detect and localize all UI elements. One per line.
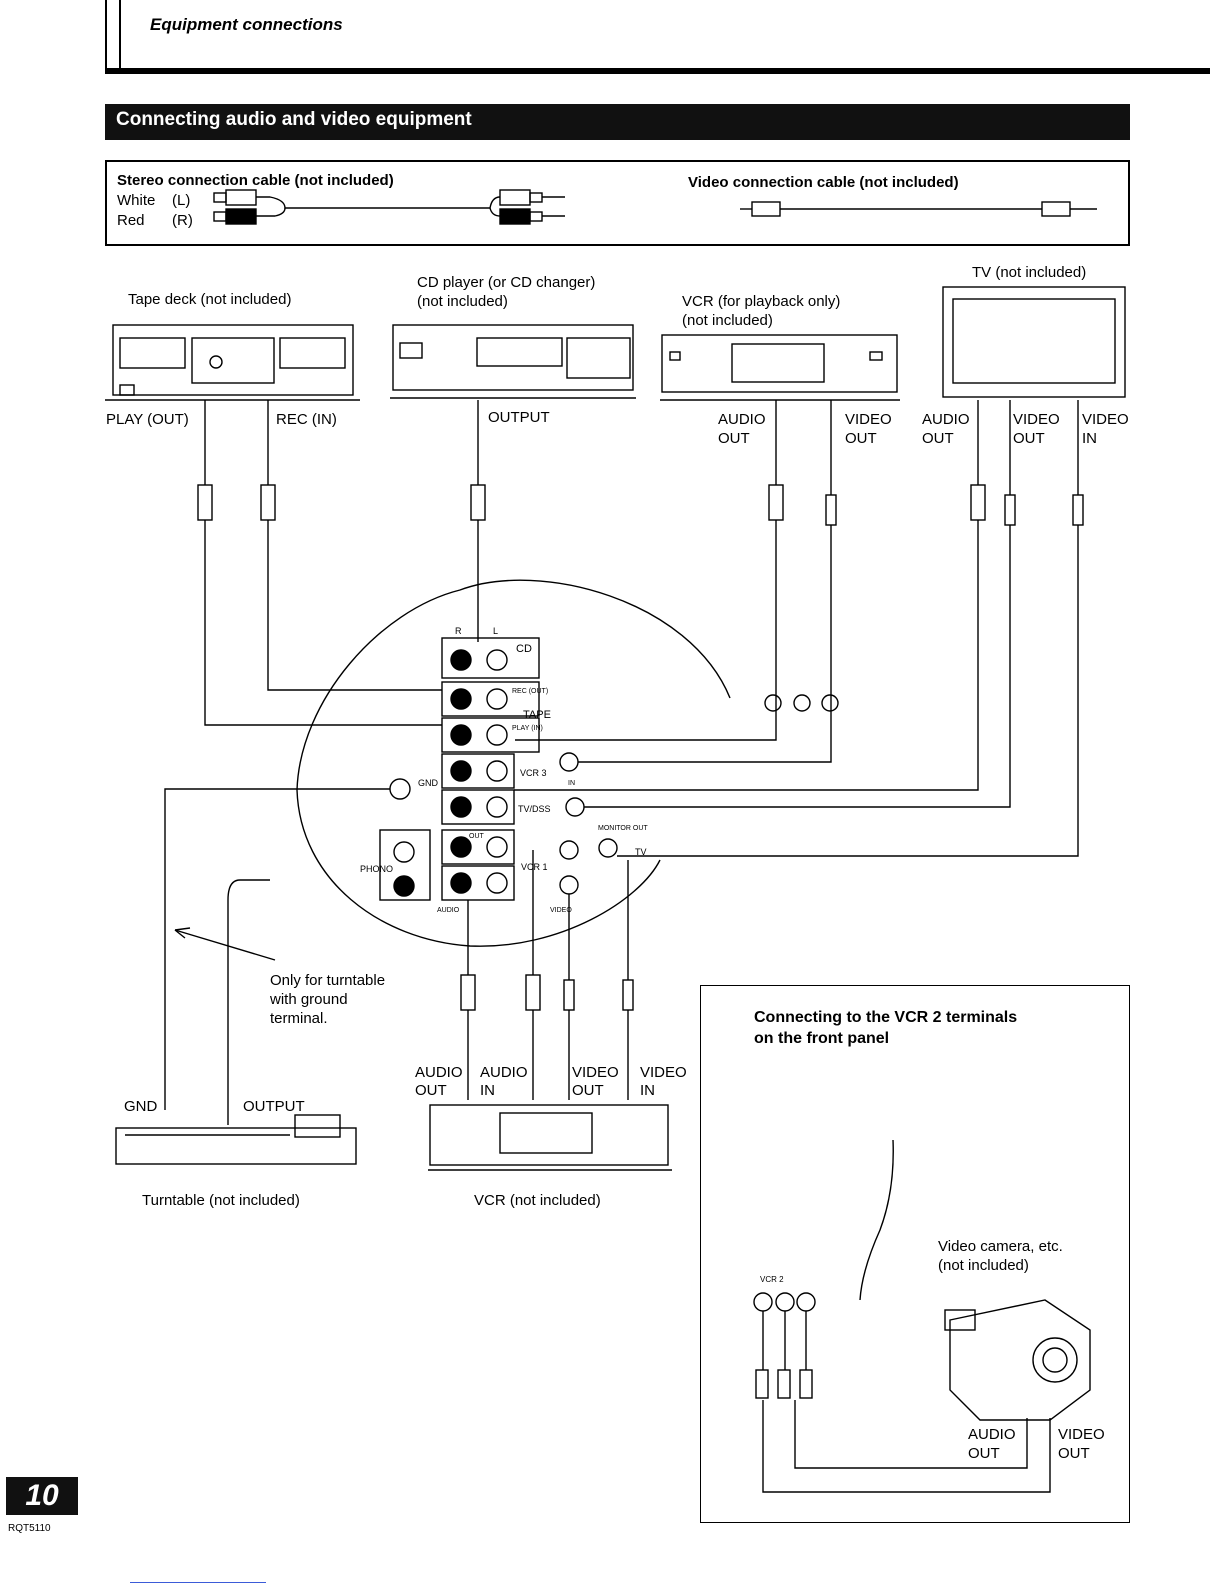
white-label: White bbox=[117, 192, 156, 209]
vcr-video-label: VIDEO bbox=[845, 411, 892, 428]
header-rule bbox=[105, 0, 121, 72]
section-title: Connecting audio and video equipment bbox=[116, 109, 472, 130]
camera-audio-out-label: OUT bbox=[968, 1445, 1000, 1462]
vcr-audio-label: AUDIO bbox=[718, 411, 766, 428]
panel-vcr1-label: VCR 1 bbox=[521, 862, 548, 872]
panel-r-label: R bbox=[455, 626, 462, 636]
cd-output-label: OUTPUT bbox=[488, 409, 550, 426]
inset-title-1: Connecting to the VCR 2 terminals bbox=[754, 1009, 1018, 1026]
cd-player-icon bbox=[390, 324, 636, 399]
tape-deck-label: Tape deck (not included) bbox=[128, 291, 292, 308]
panel-l-label: L bbox=[493, 626, 498, 636]
tv-video-out-label: VIDEO bbox=[1013, 411, 1060, 428]
vcr-icon bbox=[428, 1104, 672, 1171]
camera-video-out-label: OUT bbox=[1058, 1445, 1090, 1462]
vcr-video-out-label: OUT bbox=[845, 430, 877, 447]
vcr-playback-icon bbox=[660, 334, 900, 401]
header-title: Equipment connections bbox=[150, 15, 343, 34]
ground-note-1: Only for turntable bbox=[270, 972, 386, 989]
panel-cd-label: CD bbox=[516, 643, 532, 655]
cd-player-label-1: CD player (or CD changer) bbox=[417, 274, 596, 291]
tv-audio-label: AUDIO bbox=[922, 411, 970, 428]
panel-phono-label: PHONO bbox=[360, 864, 393, 874]
page-number: 10 bbox=[6, 1477, 78, 1515]
video-cable-icon bbox=[740, 201, 1097, 217]
bottom-vcr-video-in: VIDEO bbox=[640, 1064, 687, 1081]
tv-audio-out-label: OUT bbox=[922, 430, 954, 447]
tv-video-out-sub: OUT bbox=[1013, 430, 1045, 447]
vcr-audio-out-label: OUT bbox=[718, 430, 750, 447]
vcr-playback-label-1: VCR (for playback only) bbox=[682, 293, 841, 310]
stereo-cable-title: Stereo connection cable (not included) bbox=[117, 172, 394, 189]
panel-play-in-label: PLAY (IN) bbox=[512, 725, 543, 732]
tv-icon bbox=[942, 286, 1126, 398]
model-number: RQT5110 bbox=[8, 1523, 51, 1534]
bottom-vcr-audio-in-sub: IN bbox=[480, 1082, 495, 1099]
ground-note-3: terminal. bbox=[270, 1010, 328, 1027]
panel-vcr3-label: VCR 3 bbox=[520, 768, 547, 778]
inset-vcr2-label: VCR 2 bbox=[760, 1275, 784, 1284]
footer-underline bbox=[130, 1582, 266, 1583]
panel-gnd-label: GND bbox=[418, 778, 439, 788]
panel-tape-label: TAPE bbox=[523, 709, 551, 721]
play-out-label: PLAY (OUT) bbox=[106, 411, 189, 428]
rear-panel-outline bbox=[296, 579, 731, 947]
turntable-label: Turntable (not included) bbox=[142, 1192, 300, 1209]
bottom-vcr-audio-in: AUDIO bbox=[480, 1064, 528, 1081]
panel-tvdss-label: TV/DSS bbox=[518, 804, 551, 814]
camera-audio-label: AUDIO bbox=[968, 1426, 1016, 1443]
cable-legend-box bbox=[105, 160, 1130, 246]
red-label: Red bbox=[117, 212, 145, 229]
vcr-label: VCR (not included) bbox=[474, 1192, 601, 1209]
stereo-cable-icon bbox=[213, 189, 565, 225]
tv-label: TV (not included) bbox=[972, 264, 1087, 281]
rec-in-label: REC (IN) bbox=[276, 411, 337, 428]
section-bar bbox=[105, 104, 1130, 140]
bottom-vcr-audio-out-sub: OUT bbox=[415, 1082, 447, 1099]
tv-video-in-label: VIDEO bbox=[1082, 411, 1129, 428]
bottom-vcr-video-out-sub: OUT bbox=[572, 1082, 604, 1099]
camera-label-1: Video camera, etc. bbox=[938, 1238, 1063, 1255]
bottom-vcr-audio-out: AUDIO bbox=[415, 1064, 463, 1081]
ground-note-2: with ground bbox=[270, 991, 348, 1008]
panel-audio-label: AUDIO bbox=[437, 907, 460, 914]
video-camera-icon bbox=[944, 1299, 1091, 1421]
turntable-gnd-label: GND bbox=[124, 1098, 158, 1115]
rear-panel-jacks bbox=[379, 637, 839, 901]
inset-box bbox=[700, 985, 1130, 1523]
panel-monitor-out-label: MONITOR OUT bbox=[598, 825, 648, 832]
panel-vcr3-in-label: IN bbox=[568, 780, 575, 787]
cable-plugs bbox=[197, 484, 1084, 1399]
camera-video-label: VIDEO bbox=[1058, 1426, 1105, 1443]
turntable-output-label: OUTPUT bbox=[243, 1098, 305, 1115]
header-bar bbox=[105, 68, 1210, 74]
video-cable-title: Video connection cable (not included) bbox=[688, 174, 959, 191]
red-channel: (R) bbox=[172, 212, 193, 229]
white-channel: (L) bbox=[172, 192, 191, 209]
panel-rec-out-label: REC (OUT) bbox=[512, 688, 548, 695]
bottom-vcr-video-out: VIDEO bbox=[572, 1064, 619, 1081]
turntable-icon bbox=[115, 1114, 357, 1165]
panel-tv-label: TV bbox=[635, 847, 647, 857]
ground-note-arrow bbox=[174, 929, 276, 961]
inset-wiring bbox=[753, 1139, 1051, 1493]
bottom-vcr-video-in-sub: IN bbox=[640, 1082, 655, 1099]
tape-deck-icon bbox=[105, 324, 360, 401]
panel-video-label: VIDEO bbox=[550, 907, 572, 914]
inset-title-2: on the front panel bbox=[754, 1030, 890, 1047]
camera-label-2: (not included) bbox=[938, 1257, 1029, 1274]
panel-out-label: OUT bbox=[469, 833, 485, 840]
tv-video-in-sub: IN bbox=[1082, 430, 1097, 447]
cd-player-label-2: (not included) bbox=[417, 293, 508, 310]
vcr-playback-label-2: (not included) bbox=[682, 312, 773, 329]
